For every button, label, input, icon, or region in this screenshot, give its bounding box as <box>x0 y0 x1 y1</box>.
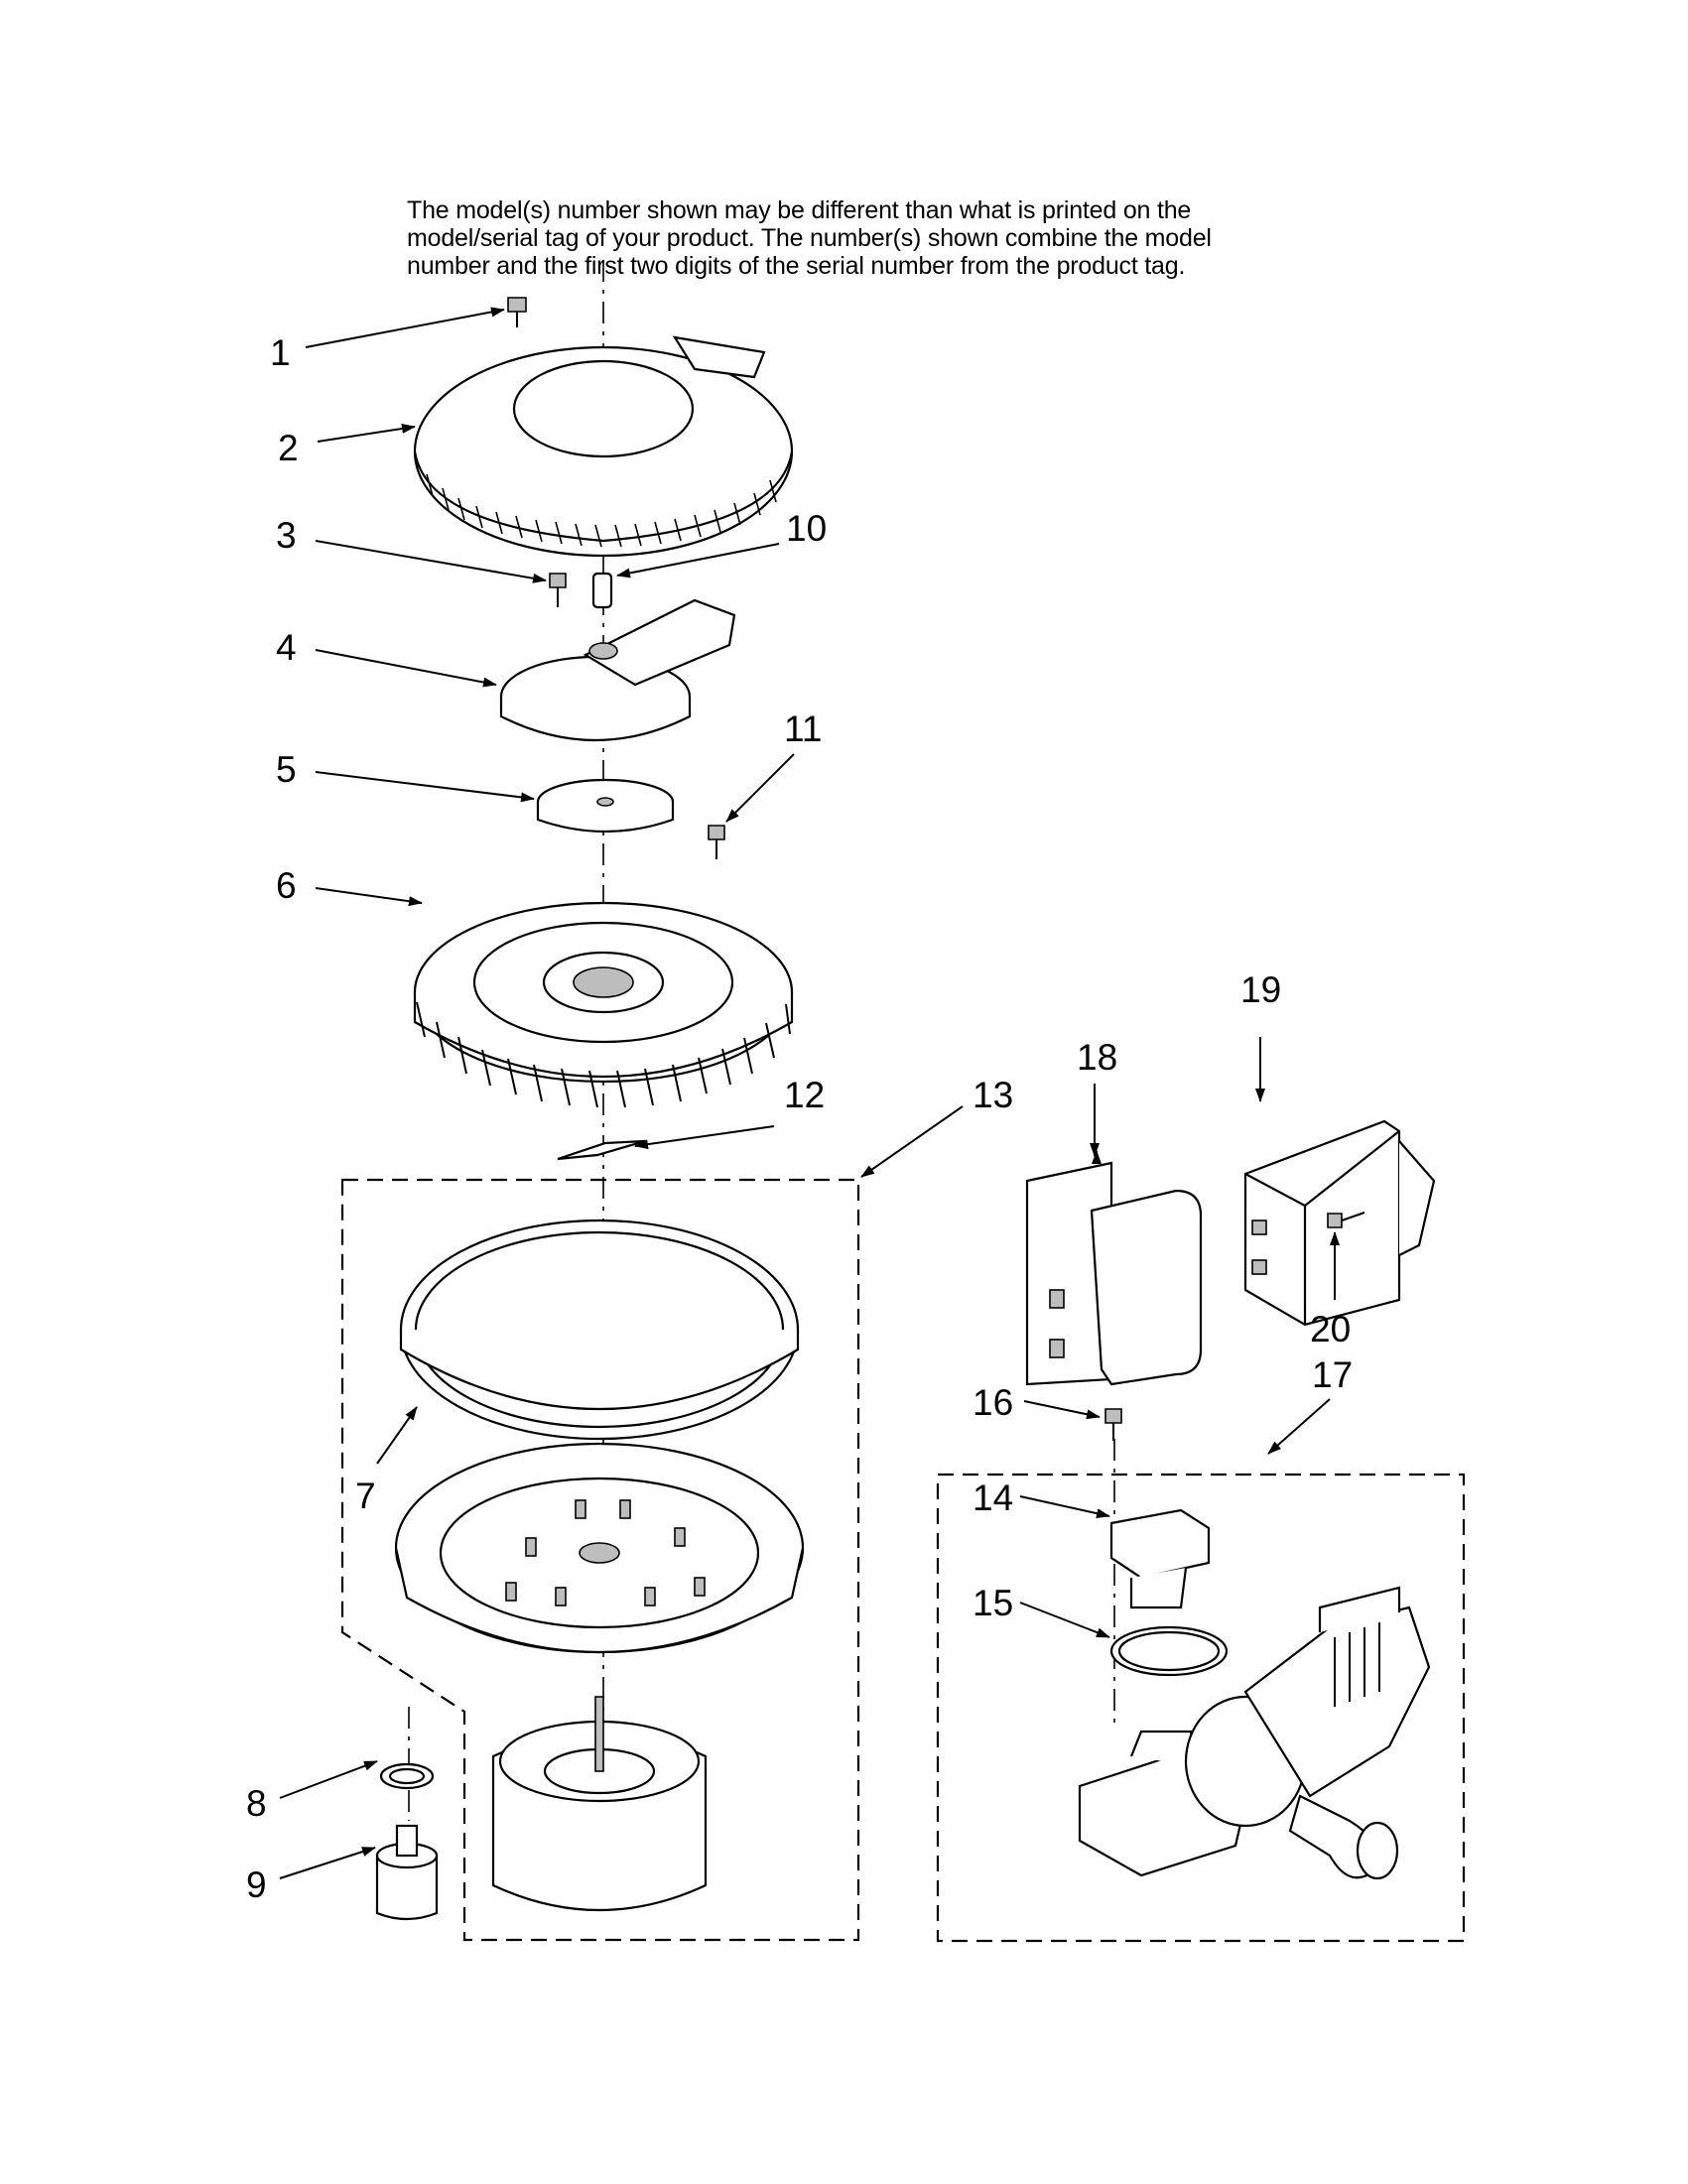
callout-16: 16 <box>973 1382 1013 1423</box>
callout-20: 20 <box>1310 1309 1351 1349</box>
part-18-bracket <box>1025 1161 1203 1386</box>
callout-3: 3 <box>276 515 297 556</box>
assembly-17-boundary <box>936 1473 1466 1943</box>
part-20-screw <box>1327 1212 1365 1228</box>
note-line-2: model/serial tag of your product. The nu… <box>407 224 1212 252</box>
part-9-plug <box>375 1824 439 1921</box>
callout-17: 17 <box>1312 1354 1353 1395</box>
part-5-impeller <box>536 778 675 834</box>
callout-4: 4 <box>276 627 297 668</box>
callout-8: 8 <box>246 1783 267 1824</box>
callout-5: 5 <box>276 749 297 790</box>
callout-18: 18 <box>1077 1037 1117 1078</box>
part-8-o-ring <box>379 1762 435 1790</box>
model-number-note: The model(s) number shown may be differe… <box>407 196 1300 280</box>
part-16-screw <box>1104 1408 1122 1441</box>
part-12-chopper-blade <box>557 1139 646 1161</box>
part-13-sump <box>394 1442 805 1912</box>
callout-7: 7 <box>355 1476 376 1516</box>
callout-13: 13 <box>973 1075 1013 1115</box>
callout-14: 14 <box>973 1477 1013 1518</box>
callout-9: 9 <box>246 1864 267 1905</box>
part-11-screw <box>708 825 725 859</box>
note-line-3: number and the first two digits of the s… <box>407 252 1186 280</box>
part-4-housing <box>499 598 736 741</box>
part-7-gasket-ring <box>399 1219 800 1441</box>
part-17-drain-pump <box>1078 1586 1431 1880</box>
callout-12: 12 <box>784 1075 825 1115</box>
part-3-screw <box>549 573 567 607</box>
part-15-o-ring <box>1109 1625 1229 1677</box>
assembly-13-boundary <box>340 1178 860 1942</box>
part-19-control-box <box>1243 1119 1436 1327</box>
part-2-cover <box>413 335 794 558</box>
callout-15: 15 <box>973 1583 1013 1623</box>
callout-leaders <box>279 307 1340 1879</box>
part-14-filter-cup <box>1109 1508 1211 1609</box>
note-line-1: The model(s) number shown may be differe… <box>407 196 1192 224</box>
callout-10: 10 <box>786 508 827 549</box>
callout-2: 2 <box>278 428 299 468</box>
callout-19: 19 <box>1240 969 1281 1010</box>
callout-1: 1 <box>270 332 291 373</box>
part-1-screw <box>507 297 527 327</box>
part-10-spacer <box>591 572 613 609</box>
callout-6: 6 <box>276 865 297 906</box>
part-6-chopper-housing <box>413 901 794 1108</box>
callout-11: 11 <box>784 708 822 749</box>
